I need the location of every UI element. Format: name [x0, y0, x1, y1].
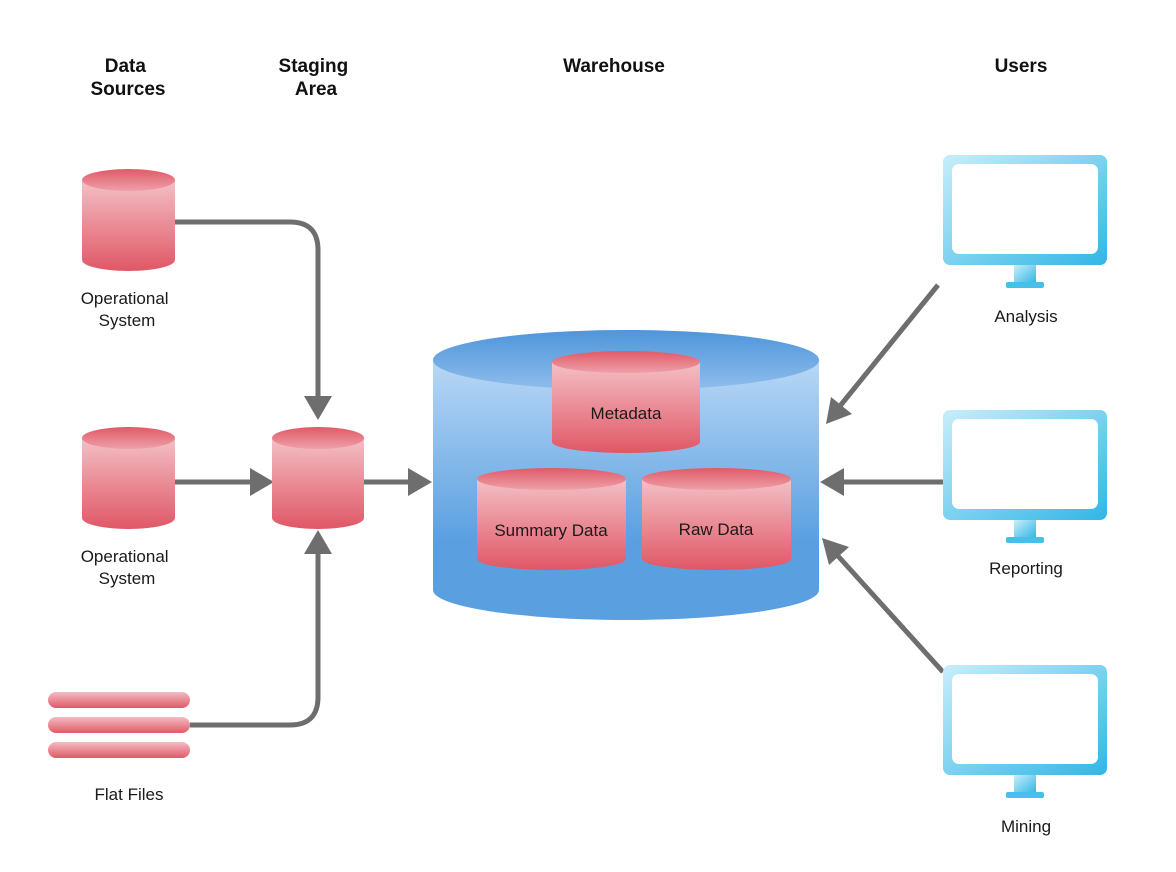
raw-data-cylinder: Raw Data	[642, 468, 791, 570]
arrow-analysis-to-warehouse	[838, 283, 940, 408]
monitor-icon	[943, 155, 1107, 288]
summary-data-cylinder: Summary Data	[477, 468, 626, 570]
arrowhead	[304, 530, 332, 554]
svg-text:Raw Data: Raw Data	[679, 520, 754, 539]
user-analysis: Analysis	[943, 155, 1107, 326]
metadata-cylinder: Metadata	[552, 351, 700, 453]
source-operational-system-2: Operational System	[81, 427, 175, 588]
svg-text:Metadata: Metadata	[591, 404, 662, 423]
database-cylinder-icon	[272, 438, 364, 529]
arrowhead	[408, 468, 432, 496]
arrow-mining-to-warehouse	[836, 554, 945, 674]
arrowhead	[820, 468, 844, 496]
monitor-icon	[943, 410, 1107, 543]
flat-files-icon	[48, 692, 190, 758]
source-flat-files: Flat Files	[48, 692, 190, 804]
warehouse-cylinder: Metadata Summary Data Raw Data	[433, 330, 819, 620]
svg-text:Summary Data: Summary Data	[494, 521, 608, 540]
source-operational-system-1: Operational System	[81, 169, 175, 330]
header-users: Users	[995, 56, 1048, 77]
user-mining: Mining	[943, 665, 1107, 836]
monitor-icon	[943, 665, 1107, 798]
database-cylinder-icon	[82, 180, 175, 271]
arrowhead	[826, 397, 852, 424]
arrow-source1-to-staging	[175, 219, 321, 398]
arrowhead	[250, 468, 274, 496]
svg-text:Flat Files: Flat Files	[95, 785, 164, 804]
arrowhead	[822, 538, 849, 565]
arrows	[175, 219, 945, 728]
header-staging-area: Staging Area	[279, 56, 354, 100]
header-data-sources: Data Sources	[91, 56, 166, 100]
arrow-flatfiles-to-staging	[190, 552, 321, 728]
svg-text:Reporting: Reporting	[989, 559, 1063, 578]
header-warehouse: Warehouse	[563, 56, 665, 77]
svg-text:Operational System: Operational System	[81, 547, 174, 588]
svg-text:Analysis: Analysis	[994, 307, 1057, 326]
user-reporting: Reporting	[943, 410, 1107, 578]
svg-text:Operational System: Operational System	[81, 289, 174, 330]
svg-text:Mining: Mining	[1001, 817, 1051, 836]
arrowhead	[304, 396, 332, 420]
database-cylinder-icon	[82, 438, 175, 529]
staging-area-cylinder	[272, 427, 364, 529]
